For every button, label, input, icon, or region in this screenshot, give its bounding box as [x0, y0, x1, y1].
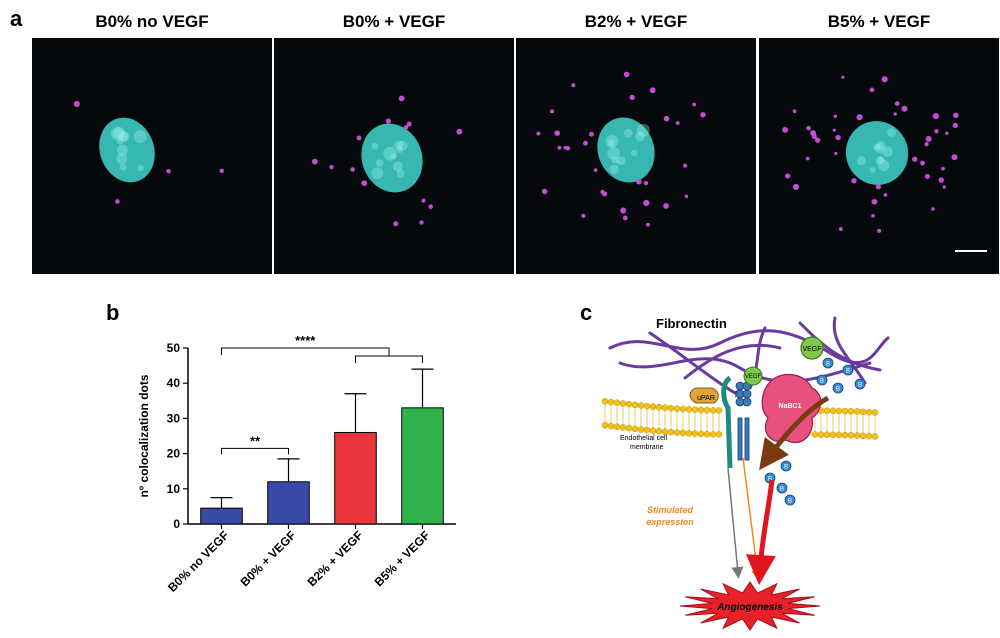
significance-label-1: **: [250, 433, 261, 448]
free-vegf: VEGF: [800, 336, 824, 360]
y-tick-label: 50: [167, 341, 181, 355]
bar-4: [401, 407, 444, 525]
nucleus-3: [597, 117, 655, 183]
y-tick-label: 30: [167, 411, 181, 425]
boron-ion-label: B: [820, 379, 824, 385]
bar-3: [334, 431, 377, 525]
bar-1: [200, 507, 243, 525]
nabc1-label: NaBC1: [779, 403, 802, 410]
stimulated-label-line2: expression: [646, 517, 694, 527]
angiogenesis-label: Angiogenesis: [716, 602, 783, 613]
x-tick-label: B0% + VEGF: [238, 528, 299, 589]
boron-ion-label: B: [858, 383, 862, 389]
y-axis-label: nº colocalization dots: [137, 374, 151, 497]
free-vegf-label: VEGF: [802, 346, 821, 353]
micrograph-2-image: [311, 95, 463, 227]
x-tick-label: B2% + VEGF: [305, 528, 366, 589]
y-tick-label: 20: [167, 447, 181, 461]
vegfr-pathway-arrow: [742, 457, 764, 582]
boron-ion-label: B: [784, 465, 788, 471]
micrograph-1: [32, 38, 272, 274]
fibronectin-label: Fibronectin: [656, 316, 727, 331]
colocalization-dots-4: [782, 75, 959, 233]
panel-a-letter: a: [10, 6, 23, 31]
micrograph-4-image: [782, 75, 987, 252]
significance-label-2: ****: [295, 333, 316, 348]
boron-ion-label: B: [768, 477, 772, 483]
fibronectin-fibers: [608, 316, 890, 395]
micrograph-title-1: B0% no VEGF: [95, 12, 209, 31]
nucleus-2: [361, 123, 423, 193]
y-tick-label: 40: [167, 376, 181, 390]
nucleus-1: [99, 117, 155, 183]
upar-receptor: uPAR: [689, 387, 719, 404]
panel-b-letter: b: [106, 300, 120, 325]
mechanism-schematic: Fibronectin VEGF Endothelial cell membra…: [601, 316, 890, 631]
micrograph-3: [516, 38, 756, 274]
nabc1-pathway-arrow: [745, 479, 776, 585]
micrograph-title-4: B5% + VEGF: [827, 12, 931, 31]
angiogenesis-burst: Angiogenesis: [679, 581, 821, 631]
nucleus-4: [845, 121, 909, 185]
membrane-label-line1: Endothelial cell: [620, 435, 668, 442]
bar-2: [267, 481, 310, 525]
significance-bracket-1: [221, 447, 289, 455]
vegf-receptor: [735, 381, 752, 461]
upar-label: uPAR: [697, 395, 715, 402]
x-tick-label: B0% no VEGF: [165, 528, 231, 594]
boron-ion-label: B: [846, 369, 850, 375]
micrograph-4: [759, 38, 999, 274]
stimulated-label-line1: Stimulated: [647, 505, 694, 515]
bound-vegf-label: VEGF: [745, 374, 762, 380]
integrin-pathway-arrow: [727, 467, 744, 579]
x-tick-label: B5% + VEGF: [372, 528, 433, 589]
nabc1-transporter: NaBC1: [761, 373, 822, 444]
micrograph-title-2: B0% + VEGF: [342, 12, 446, 31]
significance-bracket-2: [221, 347, 390, 356]
boron-influx-arrow: [759, 395, 830, 471]
bound-vegf: VEGF: [743, 366, 763, 386]
micrograph-2: [274, 38, 514, 274]
colocalization-dots-2: [311, 95, 463, 227]
colocalization-dots-1: [73, 100, 224, 204]
micrograph-1-image: [73, 100, 224, 204]
boron-ion-label: B: [836, 387, 840, 393]
y-tick-label: 10: [167, 482, 181, 496]
micrograph-3-image: [536, 71, 706, 227]
membrane-label-line2: membrane: [630, 444, 664, 451]
colocalization-dots-3: [536, 71, 706, 227]
micrograph-title-3: B2% + VEGF: [584, 12, 688, 31]
boron-ion-label: B: [780, 487, 784, 493]
significance-bracket-2-inner: [355, 355, 423, 363]
cell-membrane: [601, 398, 879, 440]
panel-c-letter: c: [580, 300, 593, 325]
boron-ion-label: B: [788, 499, 792, 505]
y-tick-label: 0: [173, 517, 180, 531]
boron-ion-label: B: [826, 362, 830, 368]
